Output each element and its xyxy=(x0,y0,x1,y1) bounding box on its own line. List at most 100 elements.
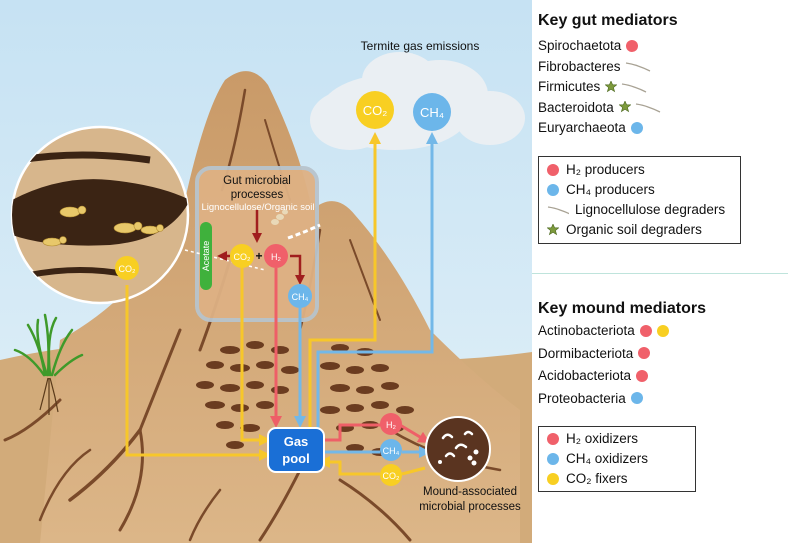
legend-key-label: Lignocellulose degraders xyxy=(575,202,726,217)
mound-label-line1: Mound-associated xyxy=(423,486,517,498)
ch4-gut-node xyxy=(288,284,312,308)
legend-item-label: Proteobacteria xyxy=(538,390,626,406)
h2-mound-label: H₂ xyxy=(386,420,396,430)
co2-dot-icon xyxy=(547,472,559,485)
legend-key-item: CH₄ producers xyxy=(547,182,655,197)
legend-key-item: H₂ oxidizers xyxy=(547,431,638,446)
arrow-co2-gut-to-pool xyxy=(240,268,271,446)
ch4-dot-icon xyxy=(547,452,559,465)
substrate-label: Lignocellulose/Organic soil xyxy=(201,202,314,213)
mound-label-line2: microbial processes xyxy=(419,501,521,513)
arrow-pool-to-h2-mound xyxy=(322,423,385,442)
legend-item-label: Spirochaetota xyxy=(538,38,622,53)
gut-label-line2: processes xyxy=(231,189,284,201)
ch4-dot-icon xyxy=(547,183,559,196)
h2-dot-icon xyxy=(638,347,651,359)
zoom-line xyxy=(184,249,266,271)
gas-pool-line1: Gas xyxy=(284,434,309,449)
legend-key-label: H₂ oxidizers xyxy=(566,431,639,446)
h2-gut-label: H₂ xyxy=(271,252,281,262)
nest-chambers xyxy=(196,341,414,456)
legend-key-item: Organic soil degraders xyxy=(547,222,702,237)
legend-item-label: Bacteroidota xyxy=(538,99,614,115)
legend-item-label: Euryarchaeota xyxy=(538,120,626,135)
legend-item: Acidobacteriota xyxy=(538,368,649,383)
emissions-label: Termite gas emissions xyxy=(361,39,480,53)
grass-roots xyxy=(39,377,59,415)
h2-gut-node xyxy=(264,244,288,268)
ch4-dot-icon xyxy=(630,392,643,404)
h2-dot-icon xyxy=(636,369,649,382)
legend-key-label: CH₄ oxidizers xyxy=(566,451,649,466)
diagram-svg: Acetate Gut microbial processes Lignocel… xyxy=(0,0,532,543)
legend-item-label: Dormibacteriota xyxy=(538,345,634,361)
legend-item: Firmicutes xyxy=(538,79,647,94)
legend-key-label: Organic soil degraders xyxy=(566,222,702,237)
ch4-gut-label: CH₄ xyxy=(292,292,309,302)
arrow-co2-mound xyxy=(401,466,426,476)
gas-pool-line2: pool xyxy=(282,451,309,466)
arrow-h2-to-microbes xyxy=(399,423,431,444)
co2-emission-node xyxy=(356,91,394,129)
gut-process-panel xyxy=(195,166,319,322)
legend-item: Actinobacteriota xyxy=(538,323,669,338)
arrow-pool-to-co2-emission xyxy=(308,132,381,430)
co2-left-node xyxy=(115,256,139,280)
h2-mound-node xyxy=(380,413,402,435)
diagram-scene: Acetate Gut microbial processes Lignocel… xyxy=(0,0,532,543)
legend-item: Fibrobacteres xyxy=(538,59,651,74)
lignocellulose-degrader-icon xyxy=(625,62,650,72)
organic-soil-degrader-icon xyxy=(547,223,559,235)
legend-item: Bacteroidota xyxy=(538,100,661,115)
gut-mediators-title: Key gut mediators xyxy=(538,12,678,29)
mound-microbe-circle xyxy=(425,416,491,482)
legend-key-label: H₂ producers xyxy=(566,162,645,177)
grass-tuft xyxy=(13,313,84,377)
ch4-mound-node xyxy=(380,439,402,461)
acetate-bar xyxy=(200,222,212,290)
legend-key-item: CH₄ oxidizers xyxy=(547,451,648,466)
organic-soil-degrader-icon xyxy=(605,80,618,92)
termite-in-mound xyxy=(271,209,321,240)
co2-mound-label: CO₂ xyxy=(383,471,401,481)
h2-dot-icon xyxy=(547,432,559,445)
h2-dot-icon xyxy=(547,163,559,176)
legend-key-label: CO₂ fixers xyxy=(566,471,628,486)
arrow-co2-left-to-pool xyxy=(125,285,271,461)
termite-figures xyxy=(42,205,164,247)
arrow-h2-to-ch4 xyxy=(290,254,305,285)
ch4-emission-node xyxy=(413,93,451,131)
h2-dot-icon xyxy=(639,324,652,337)
gut-label-line1: Gut microbial xyxy=(223,175,291,187)
legend-item: Dormibacteriota xyxy=(538,345,651,361)
ch4-dot-icon xyxy=(630,121,643,134)
h2-dot-icon xyxy=(626,39,639,52)
ch4-emission-label: CH₄ xyxy=(420,105,444,120)
legend-key-label: CH₄ producers xyxy=(566,182,655,197)
arrow-pool-to-ch4-emission xyxy=(316,132,438,430)
lignocellulose-degrader-icon xyxy=(547,205,569,214)
organic-soil-degrader-icon xyxy=(618,101,631,113)
ch4-mound-label: CH₄ xyxy=(383,446,400,456)
legend-item: Euryarchaeota xyxy=(538,120,643,135)
legend-item: Proteobacteria xyxy=(538,391,643,406)
legend-item-label: Firmicutes xyxy=(538,79,601,94)
legend-key-item: H₂ producers xyxy=(547,162,645,177)
co2-mound-node xyxy=(380,464,402,486)
mound-mediators-title: Key mound mediators xyxy=(538,300,707,317)
co2-gut-node xyxy=(230,244,254,268)
legend-item-label: Fibrobacteres xyxy=(538,58,621,74)
arrow-co2-to-pool xyxy=(318,456,380,476)
co2-dot-icon xyxy=(656,324,669,337)
magnified-chamber xyxy=(10,125,190,305)
legend-item-label: Actinobacteriota xyxy=(538,323,635,338)
acetate-label: Acetate xyxy=(201,241,211,272)
legend-item: Spirochaetota xyxy=(538,38,639,53)
legend-key-item: Lignocellulose degraders xyxy=(547,202,725,217)
gas-pool xyxy=(267,427,325,473)
plus-sign: + xyxy=(255,249,262,263)
co2-left-label: CO₂ xyxy=(119,264,137,274)
